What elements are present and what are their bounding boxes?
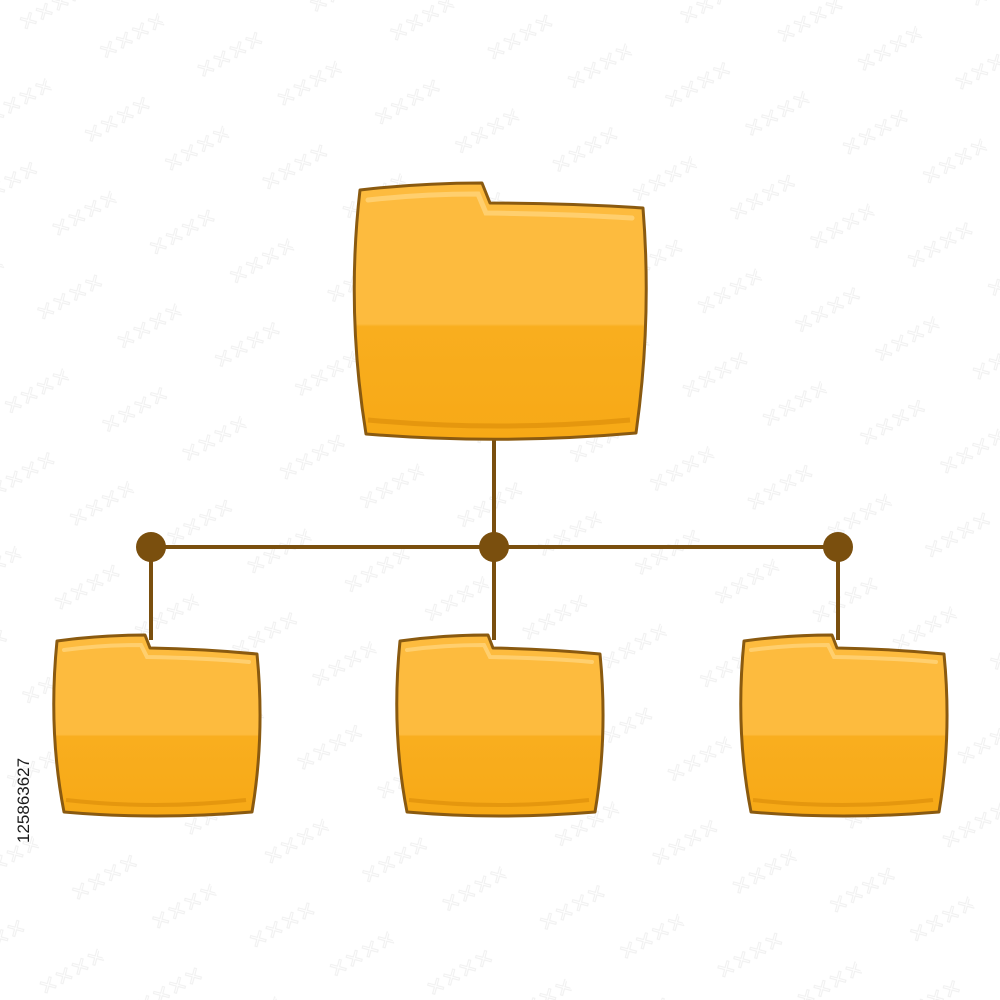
root-folder-icon (352, 181, 648, 441)
child-folder-right-icon (739, 633, 949, 818)
stock-id-label: 125863627 (14, 757, 33, 843)
child-folder-center-icon (395, 633, 605, 818)
child-folder-left-icon (52, 633, 262, 818)
node-dot-left (136, 532, 166, 562)
connector-nodes (136, 532, 853, 562)
node-dot-center (479, 532, 509, 562)
node-dot-right (823, 532, 853, 562)
